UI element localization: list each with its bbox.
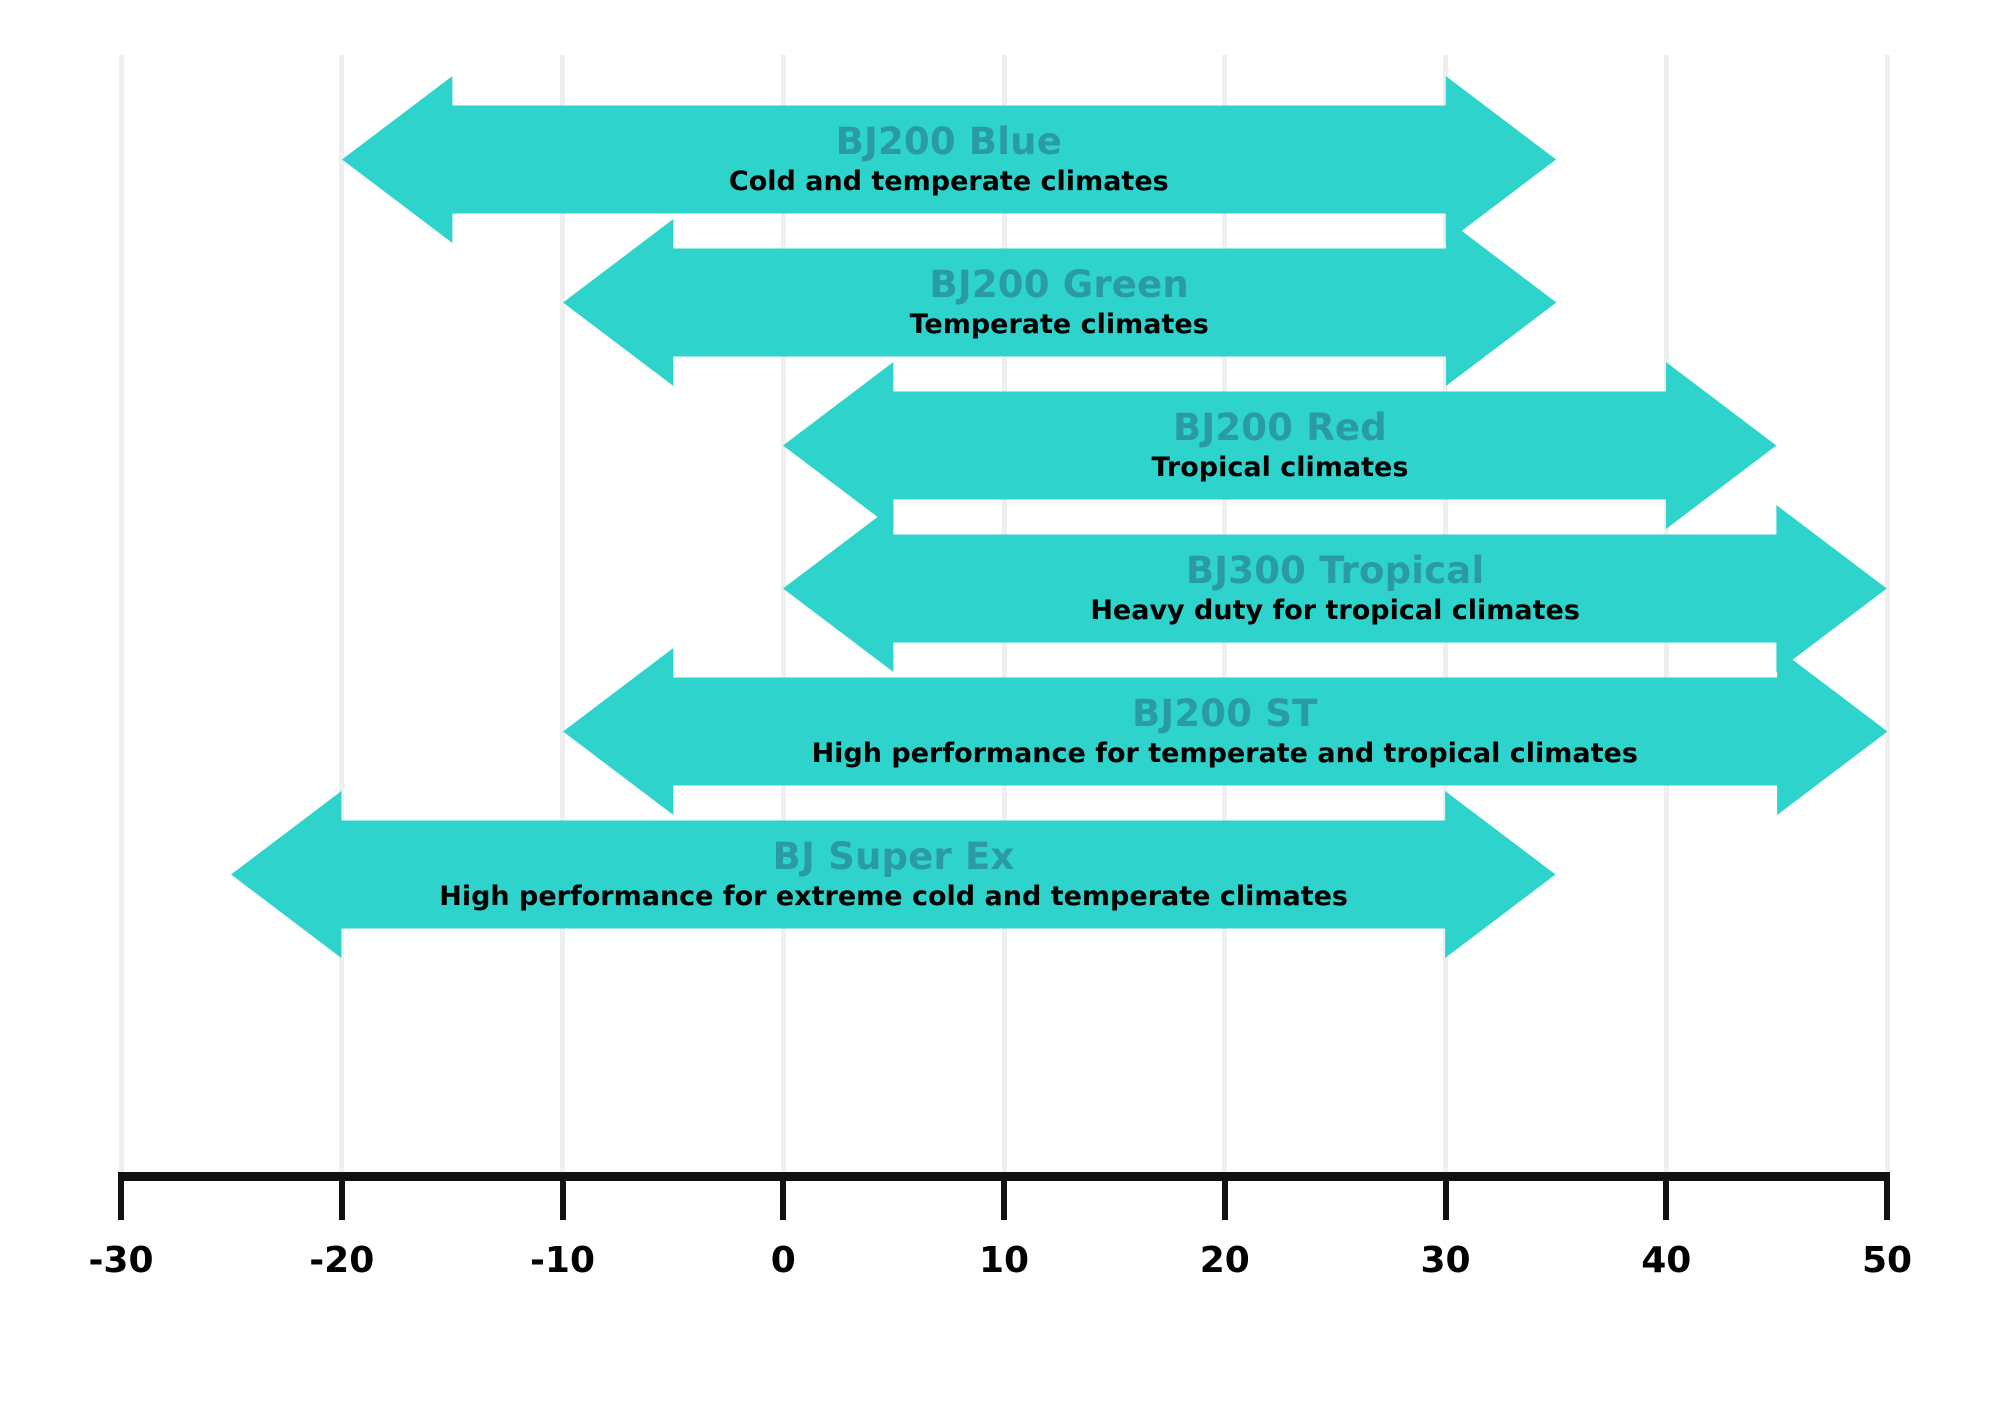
gridline-neg20 [339, 55, 345, 1172]
arrow-shape [783, 362, 1777, 529]
axis-tick-label: 10 [978, 1240, 1030, 1281]
axis-tick [1884, 1172, 1890, 1220]
double-arrow-icon [231, 791, 1556, 958]
gridline-neg10 [560, 55, 565, 1172]
axis-tick-label: 40 [1641, 1240, 1692, 1281]
double-arrow-icon [783, 362, 1777, 529]
arrow-shape [562, 219, 1556, 386]
axis-tick [559, 1172, 566, 1220]
axis-tick [780, 1172, 787, 1220]
double-arrow-icon [562, 219, 1556, 386]
axis-tick-label: -20 [309, 1240, 375, 1281]
arrow-shape [341, 76, 1556, 243]
double-arrow-icon [562, 648, 1887, 815]
double-arrow-icon [783, 505, 1887, 672]
arrow-shape [231, 791, 1556, 958]
axis-tick [338, 1172, 345, 1220]
axis-tick [1221, 1172, 1228, 1220]
arrow-shape [783, 505, 1887, 672]
axis-tick [118, 1172, 124, 1220]
axis-tick [1663, 1172, 1670, 1220]
axis-tick [1001, 1172, 1007, 1220]
axis-tick-label: 30 [1420, 1240, 1471, 1281]
double-arrow-icon [341, 76, 1556, 243]
arrow-shape [562, 648, 1887, 815]
axis-tick [1442, 1172, 1449, 1220]
axis-tick-label: 50 [1861, 1240, 1913, 1281]
gridline-50 [1884, 55, 1890, 1172]
gridline-0 [780, 55, 786, 1172]
axis-tick-label: -30 [88, 1240, 154, 1281]
axis-tick-label: -10 [529, 1240, 596, 1281]
axis-tick-label: 20 [1199, 1240, 1250, 1281]
gridline-neg30 [118, 55, 124, 1172]
axis-tick-label: 0 [770, 1240, 796, 1281]
